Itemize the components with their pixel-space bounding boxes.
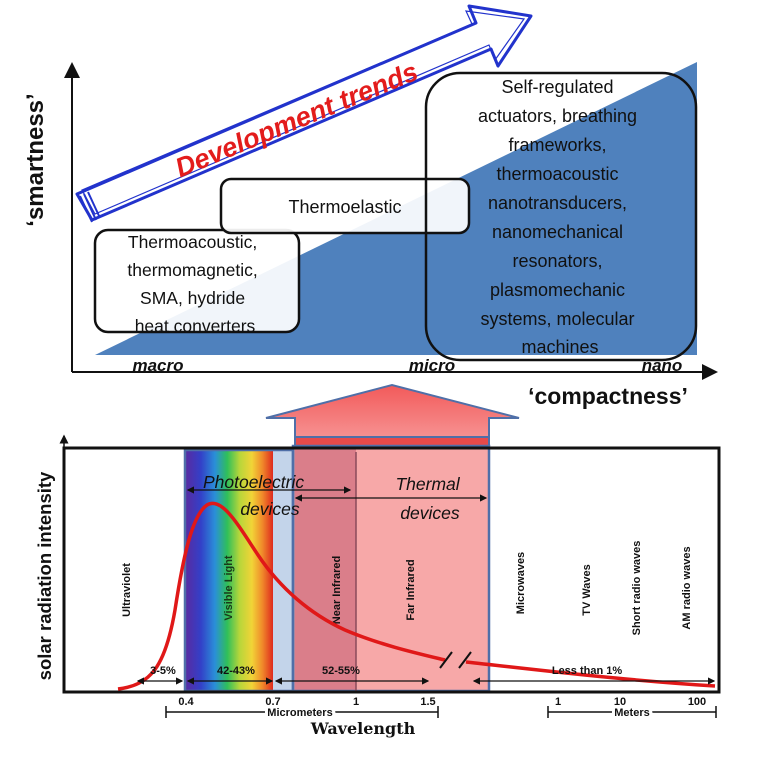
- band-label-microwaves: Microwaves: [515, 552, 527, 614]
- thermal-devices-label: Thermal devices: [395, 474, 464, 523]
- band-label-far-infrared: Far Infrared: [405, 559, 417, 620]
- scale-label-micro: micro: [409, 356, 455, 375]
- axis-break-mark: [458, 651, 472, 669]
- top-panel: ‘smartness’ ‘compactness’ macro micro na…: [22, 4, 718, 409]
- axis-break-mark: [439, 651, 453, 669]
- thermoelastic-box: [219, 177, 471, 235]
- band-label-ultraviolet: Ultraviolet: [121, 563, 133, 617]
- meter-tick-label: 1: [555, 696, 561, 708]
- meter-tick-label: 10: [614, 696, 626, 708]
- nano-devices-box: [424, 71, 698, 362]
- meter-tick-label: 100: [688, 696, 706, 708]
- band-label-tv-waves: TV Waves: [581, 564, 593, 616]
- y-axis-label: ‘smartness’: [22, 93, 49, 226]
- band-label-am-radio: AM radio waves: [681, 546, 693, 629]
- micrometer-tick-label: 1: [353, 696, 359, 708]
- micrometer-tick-label: 0.4: [178, 696, 194, 708]
- nano-devices-text: Self-regulated actuators, breathing fram…: [478, 77, 642, 357]
- x-axis-label: ‘compactness’: [528, 383, 688, 409]
- band-label-short-radio: Short radio waves: [631, 541, 643, 636]
- development-trends-label: Development trends: [171, 56, 422, 183]
- micrometer-unit-label: Micrometers: [267, 707, 332, 719]
- percent-label-uv: 3-5%: [150, 665, 176, 677]
- development-trends-arrow: [75, 4, 533, 223]
- meter-unit-label: Meters: [614, 707, 649, 719]
- bottom-y-axis-label: solar radiation intensity: [34, 471, 55, 680]
- solar-radiation-curve: [117, 501, 446, 691]
- percent-label-radio: Less than 1%: [552, 665, 623, 677]
- wavelength-title: Wavelength: [310, 719, 416, 738]
- micrometer-tick-label: 1.5: [420, 696, 435, 708]
- up-arrow: [265, 383, 520, 447]
- micrometer-tick-label: 0.7: [265, 696, 280, 708]
- band-label-visible-light: Visible Light: [223, 555, 235, 621]
- percent-label-visible: 42-43%: [217, 665, 255, 677]
- thermoelastic-text: Thermoelastic: [288, 197, 401, 217]
- macro-devices-box: [93, 228, 301, 334]
- bottom-panel: solar radiation intensity Ultraviolet Vi…: [34, 434, 721, 738]
- macro-devices-text: Thermoacoustic, thermomagnetic, SMA, hyd…: [127, 232, 262, 336]
- blue-transition-band: [273, 450, 293, 691]
- scale-label-macro: macro: [132, 356, 183, 375]
- band-label-near-infrared: Near Infrared: [331, 556, 343, 624]
- percent-label-infrared: 52-55%: [322, 665, 360, 677]
